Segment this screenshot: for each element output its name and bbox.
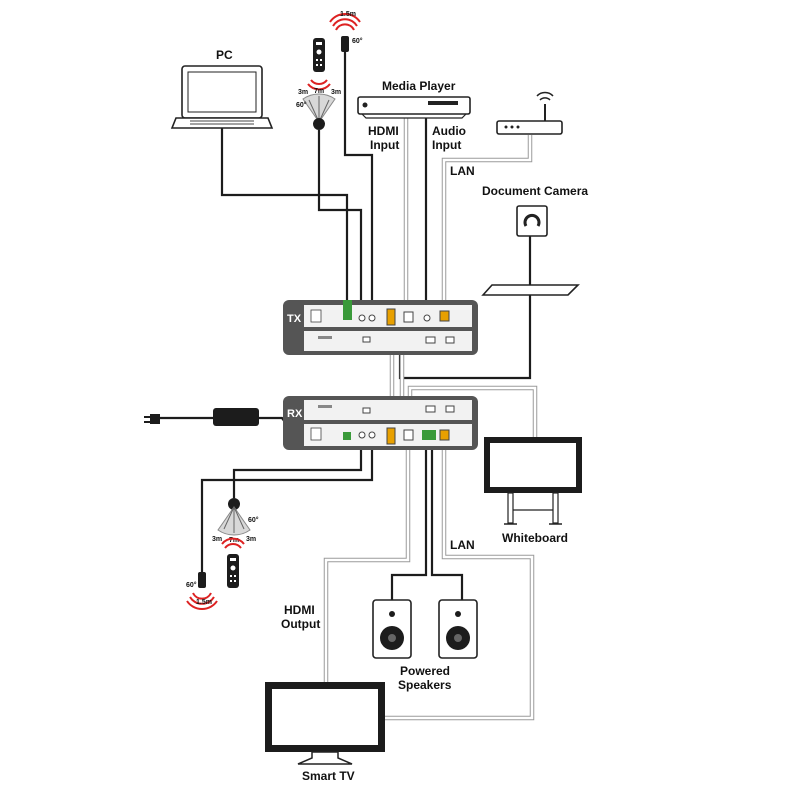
speaker-right [438, 599, 478, 659]
lan-top-label: LAN [450, 164, 475, 178]
smart-tv [265, 682, 385, 765]
speaker-cable-left [390, 450, 428, 600]
ir-bottom-right-distance: 3m [246, 536, 256, 543]
lan-cable-top-core [442, 135, 532, 300]
ir-emitter-bottom [186, 572, 218, 610]
ir-top-left-distance: 3m [298, 89, 308, 96]
hdmi-input-label-line2: Input [370, 138, 399, 152]
powered-speakers-label-line2: Speakers [398, 678, 452, 692]
speaker-left [372, 599, 412, 659]
audio-input-label-line1: Audio [432, 124, 466, 138]
pc-cable [220, 128, 349, 300]
tx-label: TX [287, 313, 302, 325]
ir-fan-top [302, 93, 336, 123]
ir-receiver-top [313, 118, 325, 130]
hdmi-output-label-line2: Output [281, 617, 320, 631]
ir-bottom-center-distance: 7m [229, 537, 239, 544]
power-adapter [144, 408, 259, 426]
ir-bottom-left-distance: 3m [212, 536, 222, 543]
ir-bottom-fan-angle: 60° [248, 516, 259, 524]
remote-control-bottom [221, 537, 245, 588]
rx-label: RX [287, 408, 303, 420]
ir-emitter-cable-tx [343, 50, 374, 300]
audio-input-label-line2: Input [432, 138, 461, 152]
smart-tv-label: Smart TV [302, 769, 355, 783]
pc-laptop [170, 65, 274, 129]
ir-emitter-top [329, 13, 361, 52]
media-player-label: Media Player [382, 79, 456, 93]
whiteboard [484, 437, 582, 525]
ir-receiver-bottom [228, 498, 240, 510]
ir-emitter-bottom-angle: 60° [186, 581, 197, 589]
ir-top-right-distance: 3m [331, 89, 341, 96]
media-player [357, 96, 471, 119]
hdmi-output-cable-core [324, 450, 410, 690]
document-camera-label: Document Camera [482, 184, 588, 198]
ir-emitter-top-angle: 60° [352, 37, 363, 45]
lan-cable-bottom-core [385, 450, 534, 720]
whiteboard-label: Whiteboard [502, 531, 568, 545]
rx-unit [283, 396, 478, 450]
tx-unit [283, 300, 478, 355]
ir-top-center-distance: 7m [314, 88, 324, 95]
hdmi-output-label-line1: HDMI [284, 603, 315, 617]
powered-speakers-label-line1: Powered [400, 664, 450, 678]
ir-emitter-top-range: 1.5m [340, 11, 356, 18]
ir-fan-bottom [217, 506, 251, 536]
lan-bottom-label: LAN [450, 538, 475, 552]
pc-label: PC [216, 48, 233, 62]
ir-top-fan-angle: 60° [296, 101, 307, 109]
ir-receiver-cable-tx [317, 130, 363, 300]
ir-receiver-cable-rx [232, 445, 363, 498]
ir-emitter-cable-rx [200, 445, 374, 575]
document-camera [481, 205, 580, 296]
router [496, 91, 563, 135]
remote-control-top [307, 38, 331, 91]
ir-emitter-bottom-range: 1.5m [196, 599, 212, 606]
hdmi-input-label-line1: HDMI [368, 124, 399, 138]
speaker-cable-right [430, 450, 464, 600]
